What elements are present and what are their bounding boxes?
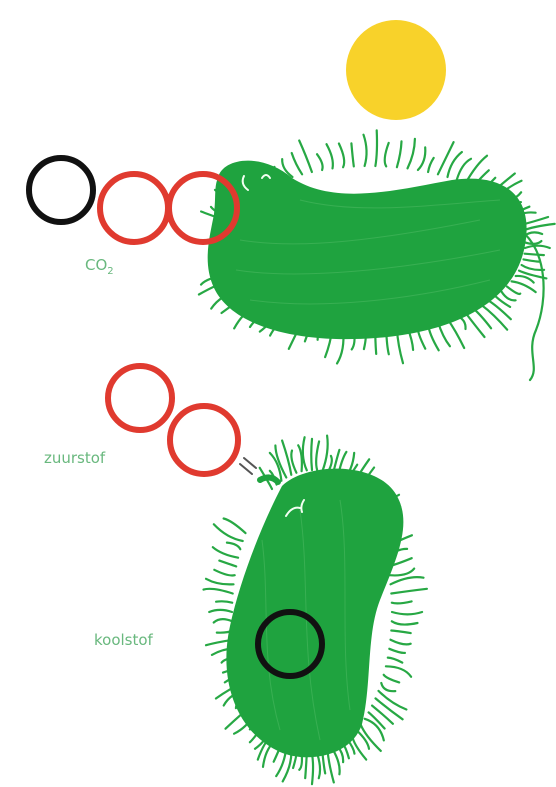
flagellum bbox=[392, 621, 418, 624]
flagellum bbox=[311, 439, 312, 470]
flagellum bbox=[227, 543, 240, 550]
flagellum bbox=[322, 436, 327, 472]
flagellum bbox=[524, 259, 540, 261]
flagellum bbox=[213, 547, 238, 558]
flagellum bbox=[389, 569, 414, 576]
flagellum bbox=[351, 143, 353, 166]
flagellum bbox=[214, 619, 233, 622]
flagellum bbox=[512, 281, 536, 292]
co2-oxygen-atom-1 bbox=[100, 174, 168, 242]
flagellum bbox=[204, 589, 233, 594]
oxygen-label: zuurstof bbox=[44, 451, 105, 466]
flagellum bbox=[391, 589, 427, 594]
flagellum bbox=[298, 445, 302, 471]
flagellum bbox=[391, 640, 411, 645]
flagellum bbox=[219, 561, 236, 567]
flagellum bbox=[397, 141, 402, 167]
flagellum bbox=[224, 519, 246, 534]
carbon-label: koolstof bbox=[94, 633, 153, 648]
flagellum bbox=[292, 153, 302, 174]
flagellum bbox=[327, 144, 333, 168]
flagellum bbox=[507, 287, 520, 294]
flagellum bbox=[448, 319, 465, 348]
flagellum bbox=[364, 135, 367, 166]
flagellum bbox=[392, 601, 412, 603]
flagellum bbox=[291, 451, 296, 473]
sun bbox=[346, 20, 446, 120]
oxygen-atom-1 bbox=[108, 366, 172, 430]
flagellum bbox=[209, 610, 232, 612]
flagellum bbox=[316, 441, 319, 470]
co2-carbon-atom bbox=[29, 158, 93, 222]
flagellum bbox=[525, 246, 550, 248]
flagellum bbox=[381, 683, 395, 691]
flagellum bbox=[489, 301, 511, 320]
flagellum bbox=[339, 144, 344, 168]
flagellum bbox=[317, 754, 320, 779]
flagellum bbox=[391, 577, 424, 584]
flagellum bbox=[392, 612, 422, 614]
flagellum bbox=[312, 754, 313, 784]
flagellum bbox=[428, 158, 434, 172]
flagellum bbox=[525, 254, 544, 255]
flagellum bbox=[317, 154, 323, 170]
flagellum bbox=[379, 691, 407, 710]
flagellum bbox=[482, 305, 508, 330]
flagellum bbox=[216, 601, 232, 602]
flagellum bbox=[418, 147, 425, 170]
flagellum bbox=[438, 142, 454, 174]
flagellum bbox=[516, 276, 534, 283]
flagellum bbox=[328, 751, 334, 782]
flagellum bbox=[333, 749, 340, 774]
flagellum bbox=[372, 706, 393, 724]
flagellum bbox=[391, 631, 410, 634]
flagellum bbox=[385, 143, 389, 167]
flagellum bbox=[388, 658, 403, 663]
co2-label: CO2 bbox=[85, 258, 114, 273]
top-bacterium-tail bbox=[520, 230, 544, 380]
flagellum bbox=[375, 130, 377, 166]
flagellum bbox=[322, 753, 325, 774]
co2-label-main: CO bbox=[85, 256, 107, 274]
oxygen-atom-2 bbox=[170, 406, 238, 474]
flagellum bbox=[408, 139, 415, 169]
flagellum bbox=[376, 698, 403, 719]
flagellum bbox=[303, 437, 307, 470]
flagellum bbox=[299, 141, 312, 173]
flagellum bbox=[206, 579, 234, 585]
oxygen-release-marks bbox=[240, 458, 256, 474]
flagellum bbox=[501, 292, 515, 301]
flagellum bbox=[384, 675, 400, 683]
flagellum bbox=[389, 649, 405, 653]
flagellum bbox=[305, 754, 307, 779]
co2-label-subscript: 2 bbox=[107, 266, 113, 277]
flagellum bbox=[386, 666, 411, 677]
flagellum bbox=[214, 570, 234, 576]
flagellum bbox=[356, 730, 369, 749]
